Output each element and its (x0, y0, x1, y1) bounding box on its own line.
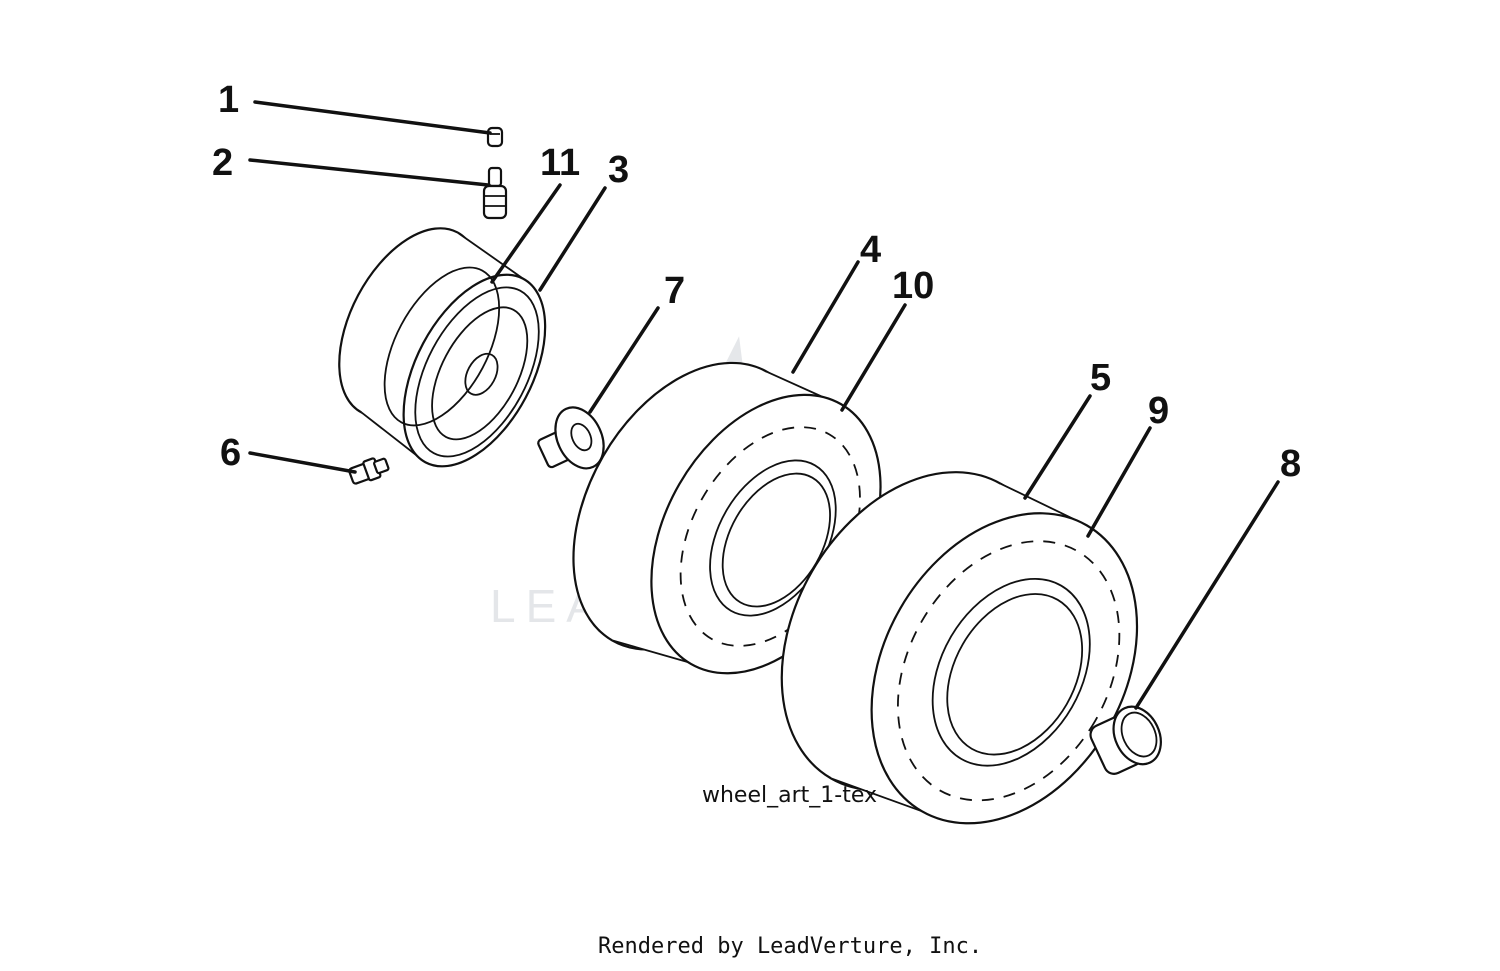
part-7-bushing (537, 406, 605, 470)
part-5-tire-rear (780, 471, 1139, 825)
part-1-nut (486, 126, 504, 148)
footer-credit: Rendered by LeadVerture, Inc. (598, 934, 982, 959)
part-rim (338, 227, 547, 468)
part-2-valve-stem (482, 166, 508, 220)
part-4-tire-front (572, 361, 882, 675)
part-8-cap (1089, 705, 1162, 775)
leader-lines (248, 100, 1280, 710)
callout-10: 10 (892, 265, 934, 307)
callout-7: 7 (664, 270, 685, 312)
callout-2: 2 (212, 142, 233, 184)
part-6-fitting (348, 457, 390, 485)
callouts: 1 2 11 3 7 4 10 5 9 8 6 (212, 79, 1301, 485)
callout-8: 8 (1280, 443, 1301, 485)
callout-5: 5 (1090, 357, 1111, 399)
callout-6: 6 (220, 432, 241, 474)
callout-3: 3 (608, 149, 629, 191)
callout-11: 11 (540, 142, 580, 184)
figure-caption: wheel_art_1-tex (702, 783, 877, 808)
callout-9: 9 (1148, 390, 1169, 432)
callout-4: 4 (860, 229, 881, 271)
callout-1: 1 (218, 79, 239, 121)
